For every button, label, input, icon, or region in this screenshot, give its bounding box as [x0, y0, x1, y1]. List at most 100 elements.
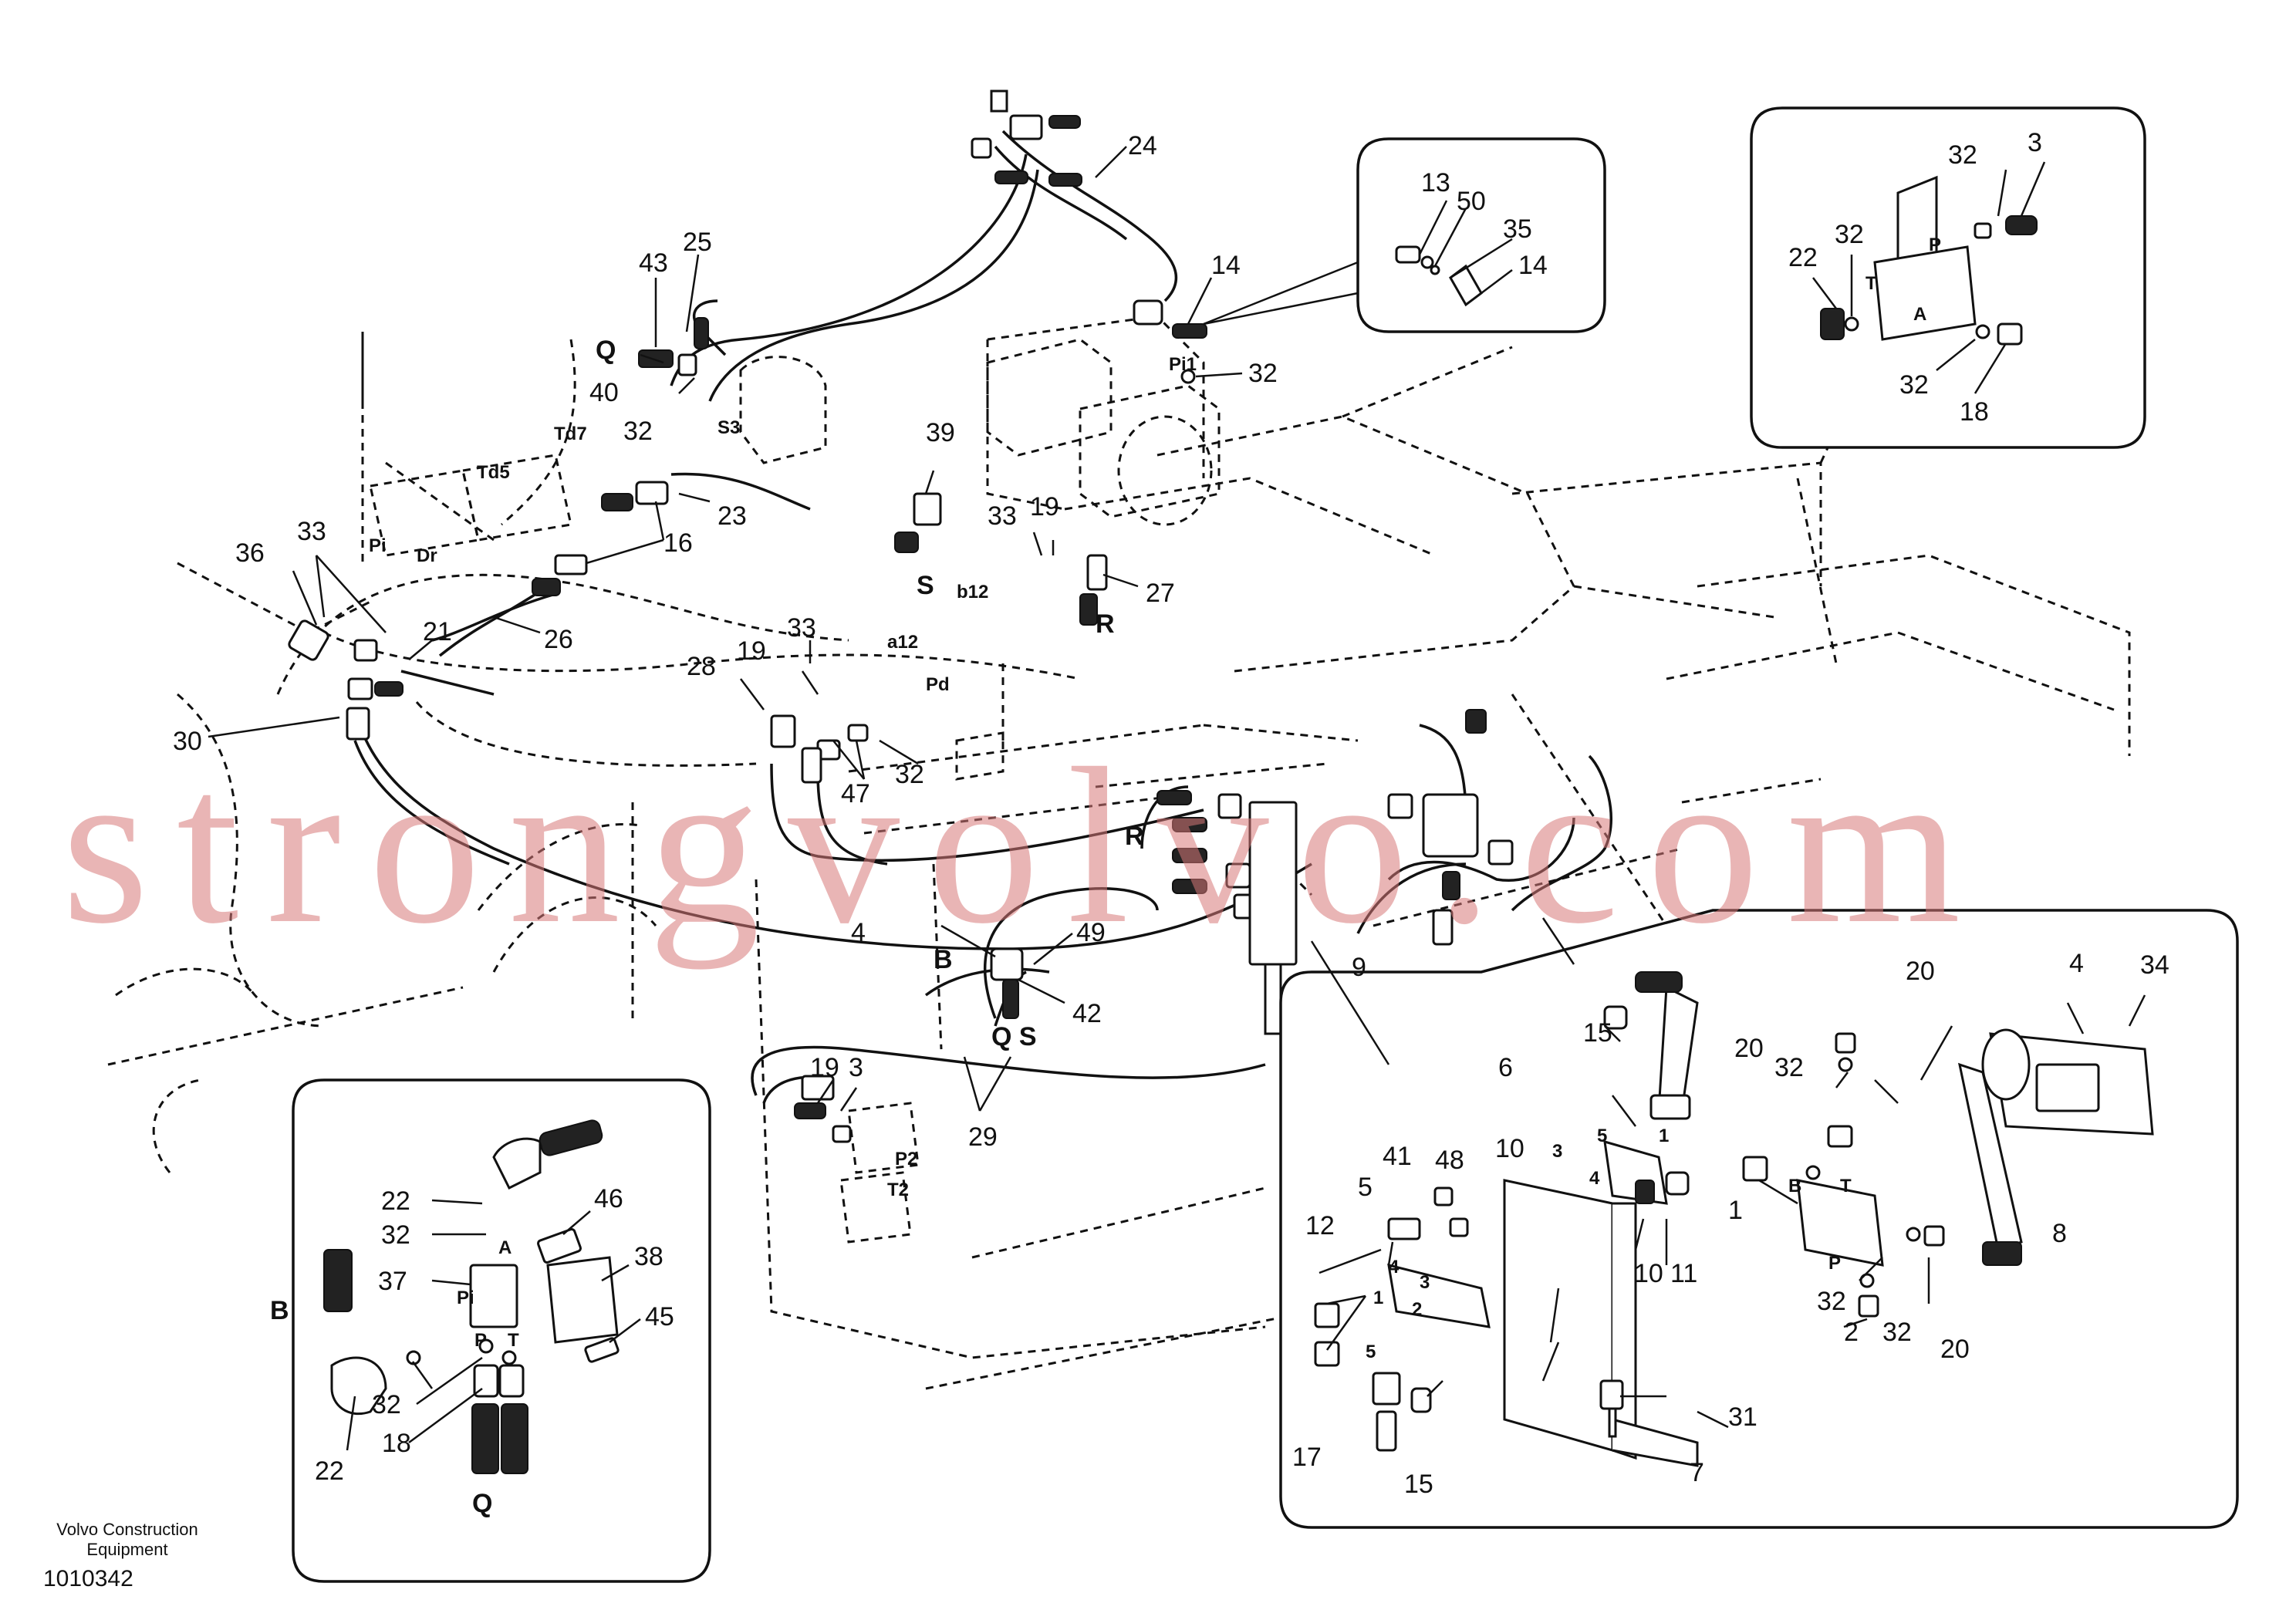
- leader-lines: [208, 146, 1243, 1112]
- part-label-32-h: 32: [1817, 1287, 1846, 1316]
- port-s: S: [917, 571, 934, 600]
- part-label-32-c: 32: [895, 760, 924, 789]
- part-label-3: 3: [2028, 128, 2042, 157]
- port-r-lower: R: [1125, 822, 1144, 851]
- port-q-detail: Q: [472, 1489, 492, 1518]
- part-label-1: 1: [1728, 1196, 1743, 1225]
- port-td7: Td7: [554, 424, 587, 444]
- detail-callout-solenoid: [1279, 909, 2239, 1529]
- port-pi-detail: Pi: [457, 1288, 474, 1308]
- port-a12: a12: [887, 632, 918, 653]
- part-label-39: 39: [926, 418, 955, 447]
- port-t-solenoid: T: [1840, 1176, 1852, 1196]
- port-a-detail: A: [498, 1237, 512, 1258]
- part-label-22-a: 22: [1788, 243, 1818, 272]
- port-td5: Td5: [477, 462, 510, 483]
- part-labels: 24 43 25 40 32 13 50 35 14 14 32 39 23 1…: [173, 128, 2169, 1499]
- part-label-35: 35: [1503, 214, 1532, 244]
- part-label-32-f: 32: [1899, 370, 1929, 400]
- port-4a: 4: [1589, 1168, 1600, 1189]
- part-label-21: 21: [423, 617, 452, 646]
- port-1a: 1: [1659, 1126, 1669, 1146]
- part-label-7: 7: [1690, 1458, 1704, 1487]
- part-label-14-detail: 14: [1518, 251, 1548, 280]
- port-t2: T2: [887, 1180, 909, 1200]
- detail-callout-valve: [1750, 106, 2146, 449]
- part-label-18-a: 18: [1960, 397, 1989, 427]
- part-label-29: 29: [968, 1122, 998, 1152]
- part-label-33-a: 33: [988, 501, 1017, 531]
- port-pi1: Pi1: [1169, 354, 1197, 375]
- part-label-32-b: 32: [1248, 359, 1278, 388]
- machine-outline: [107, 315, 2131, 1390]
- part-label-20-a: 20: [1906, 957, 1935, 986]
- port-qs: Q S: [991, 1022, 1037, 1051]
- port-p-detail: P: [474, 1330, 487, 1351]
- port-b12: b12: [957, 582, 988, 602]
- port-1b: 1: [1373, 1288, 1383, 1308]
- part-label-19-a: 19: [1030, 492, 1059, 521]
- part-label-43: 43: [639, 248, 668, 278]
- background-components: [369, 338, 1221, 1244]
- part-label-24: 24: [1128, 131, 1157, 160]
- part-label-20-b: 20: [1734, 1034, 1764, 1063]
- port-p-valve: P: [1929, 235, 1941, 255]
- part-label-40: 40: [589, 378, 619, 407]
- part-label-22-c: 22: [315, 1456, 344, 1486]
- part-label-8: 8: [2052, 1219, 2067, 1248]
- fittings: [288, 89, 1514, 1143]
- part-label-14: 14: [1211, 251, 1241, 280]
- port-p2: P2: [895, 1149, 917, 1169]
- port-t-valve: T: [1866, 273, 1877, 294]
- port-b-main: B: [934, 945, 953, 974]
- part-label-28: 28: [687, 652, 716, 681]
- part-label-33-b: 33: [297, 517, 326, 546]
- part-label-9: 9: [1352, 953, 1366, 982]
- part-label-48: 48: [1435, 1146, 1464, 1175]
- detail-callout-pump: [1203, 137, 1606, 333]
- part-label-30: 30: [173, 727, 202, 756]
- part-label-46: 46: [594, 1184, 623, 1213]
- port-3a: 3: [1552, 1141, 1562, 1162]
- part-label-41: 41: [1383, 1142, 1412, 1171]
- port-dr: Dr: [417, 545, 437, 566]
- part-label-6: 6: [1498, 1053, 1513, 1082]
- part-label-2: 2: [1844, 1318, 1859, 1347]
- part-label-18-b: 18: [382, 1429, 411, 1458]
- part-label-19-c: 19: [810, 1053, 839, 1082]
- part-label-32-k: 32: [372, 1390, 401, 1419]
- manufacturer-caption: Volvo Construction Equipment: [56, 1520, 198, 1559]
- part-label-19-b: 19: [737, 636, 766, 666]
- detail-callout-b: [292, 1078, 711, 1583]
- port-pd: Pd: [926, 674, 950, 695]
- part-label-32-d: 32: [1948, 140, 1977, 170]
- part-label-27: 27: [1146, 579, 1175, 608]
- port-b-detail: B: [270, 1296, 289, 1325]
- port-pi-left: Pi: [369, 535, 387, 556]
- part-label-49: 49: [1076, 918, 1106, 947]
- port-p-solenoid: P: [1828, 1253, 1841, 1274]
- part-label-4: 4: [2069, 949, 2084, 978]
- part-label-42: 42: [1072, 999, 1102, 1028]
- part-label-32-a: 32: [623, 417, 653, 446]
- part-label-13: 13: [1421, 168, 1450, 197]
- port-4b: 4: [1389, 1257, 1400, 1277]
- part-label-45: 45: [645, 1302, 674, 1331]
- part-label-32-e: 32: [1835, 220, 1864, 249]
- part-label-32-j: 32: [381, 1220, 410, 1250]
- part-label-37: 37: [378, 1267, 407, 1296]
- port-r-upper: R: [1096, 609, 1115, 639]
- part-label-10-b: 10: [1634, 1259, 1663, 1288]
- port-3b: 3: [1420, 1272, 1430, 1293]
- part-label-16: 16: [663, 528, 693, 558]
- part-label-12: 12: [1305, 1211, 1335, 1240]
- part-label-32-i: 32: [1882, 1318, 1912, 1347]
- part-label-17: 17: [1292, 1443, 1322, 1472]
- port-s3: S3: [718, 417, 740, 438]
- part-label-11: 11: [1670, 1259, 1697, 1288]
- part-label-15-b: 15: [1404, 1470, 1433, 1499]
- part-label-22-b: 22: [381, 1186, 410, 1216]
- part-label-36: 36: [235, 538, 265, 568]
- part-label-4-main: 4: [851, 918, 866, 947]
